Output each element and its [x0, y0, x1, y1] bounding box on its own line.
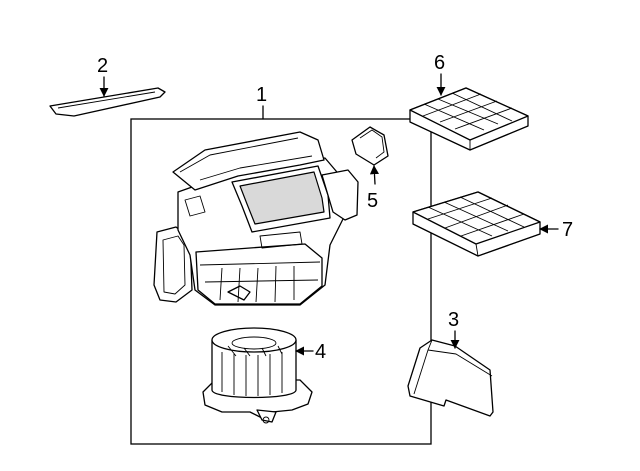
blower-motor-icon: [202, 327, 313, 424]
callout-2: 2: [97, 55, 108, 77]
callout-5: 5: [367, 190, 378, 212]
trim-strip-icon: [49, 87, 166, 117]
callout-1: 1: [256, 84, 267, 106]
resistor-icon: [351, 126, 389, 166]
hvac-blower-housing-icon: [153, 131, 359, 306]
callout-3: 3: [448, 309, 459, 331]
callout-6: 6: [434, 52, 445, 74]
callout-7: 7: [562, 219, 573, 241]
cabin-air-filter-icon: [409, 87, 529, 151]
side-cover-panel-icon: [407, 339, 494, 417]
leader-line-5: [369, 165, 379, 185]
callout-4: 4: [315, 341, 326, 363]
assembly-frame: [130, 118, 432, 445]
filter-tray-icon: [412, 191, 541, 257]
